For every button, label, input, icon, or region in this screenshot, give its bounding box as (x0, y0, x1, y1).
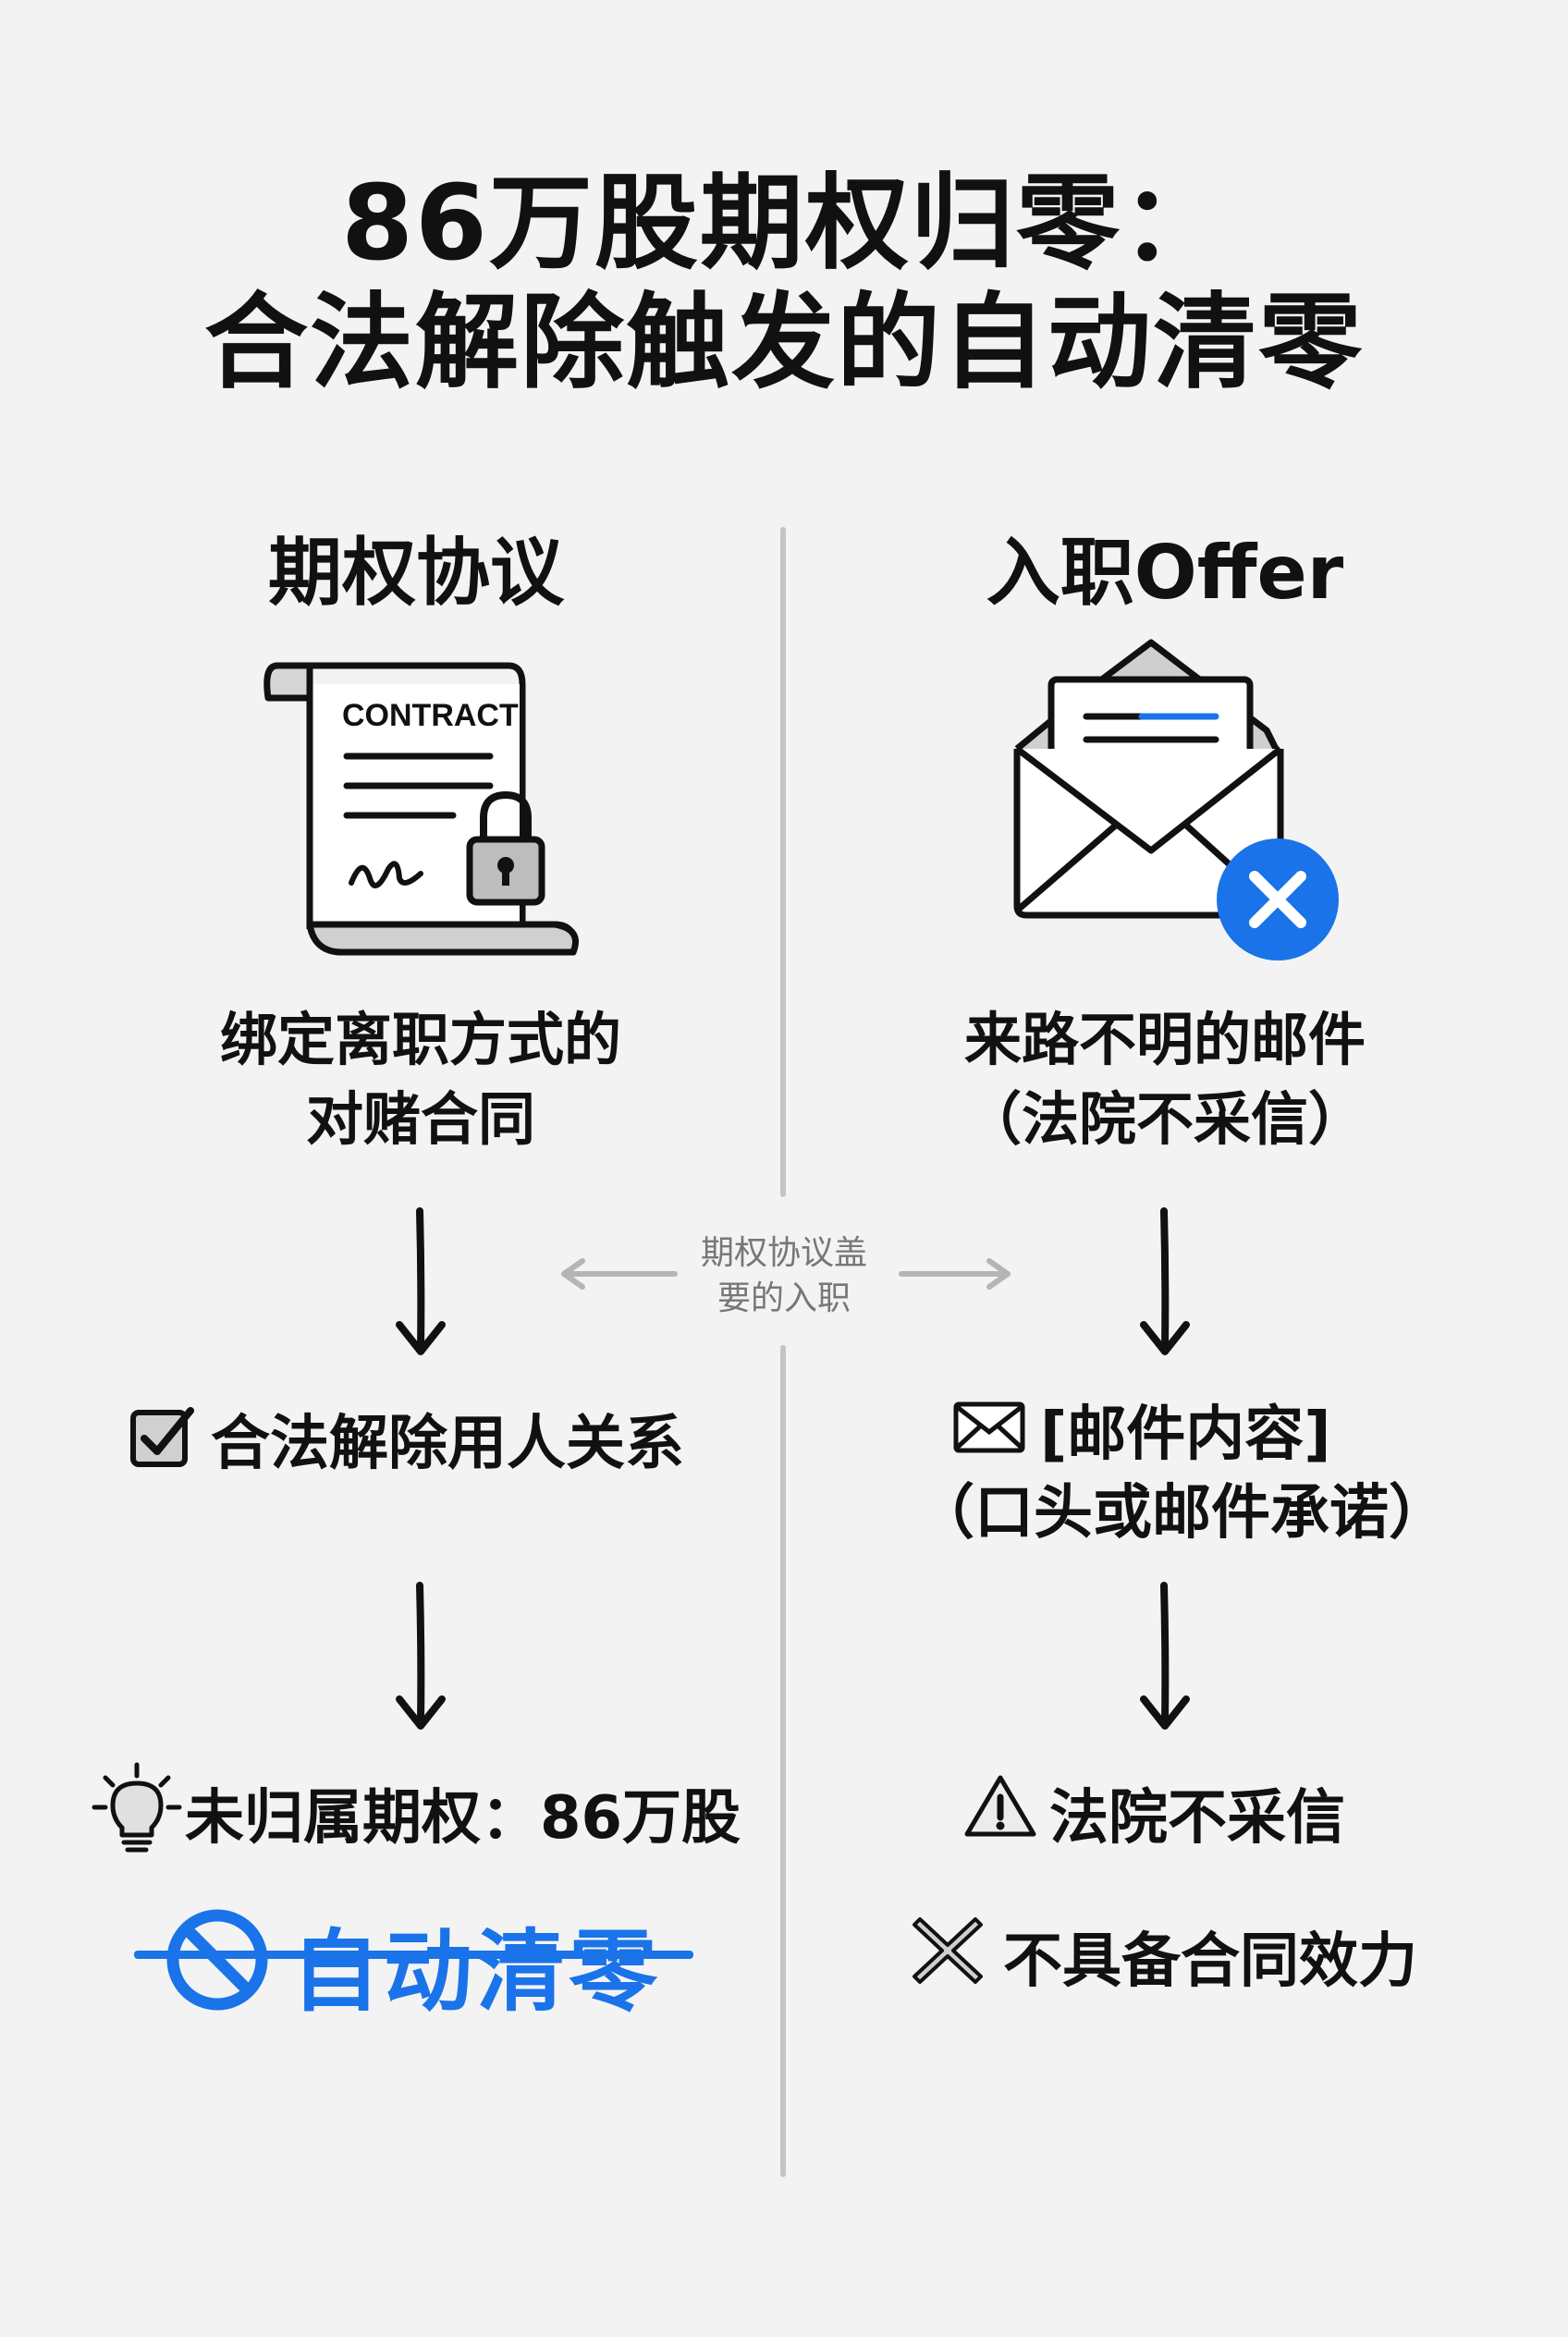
strikethrough-line (134, 1951, 693, 1959)
checked-box-icon (130, 1407, 194, 1467)
blue-x-circle-icon (1217, 838, 1339, 960)
left-description-line-1: 绑定离职方式的 (219, 1006, 621, 1073)
left-down-arrow-2 (396, 1582, 446, 1730)
x-mark-icon (913, 1917, 983, 1984)
center-divider-bottom (780, 1345, 786, 2177)
right-down-arrow-1 (1140, 1207, 1190, 1355)
right-arrow-icon (899, 1258, 1011, 1290)
mail-icon (953, 1401, 1025, 1453)
right-step-1-line-2: （口头或邮件承诺） (915, 1479, 1448, 1548)
center-label-line-2: 要的入职 (717, 1279, 851, 1317)
title-line-1: 86万股期权归零： (341, 164, 1227, 284)
left-arrow-icon (561, 1258, 678, 1290)
lightbulb-icon (92, 1762, 182, 1853)
padlock-icon (466, 790, 545, 906)
center-divider-top (780, 527, 786, 1197)
contract-scroll-icon: CONTRACT (263, 662, 579, 956)
left-description-line-2: 对赌合同 (305, 1084, 535, 1153)
right-step-1-line-1: [邮件内容] (1040, 1401, 1331, 1469)
title-line-2: 合法解除触发的自动清零 (204, 282, 1364, 403)
right-heading: 入职Offer (986, 530, 1344, 616)
center-label: 期权协议盖 要的入职 (666, 1231, 902, 1321)
center-label-line-1: 期权协议盖 (700, 1234, 867, 1272)
right-description-line-1: 来路不明的邮件 (963, 1006, 1366, 1073)
prohibited-icon (166, 1909, 268, 2011)
left-heading: 期权协议 (268, 530, 564, 616)
right-down-arrow-2 (1140, 1582, 1190, 1730)
warning-triangle-icon (964, 1775, 1036, 1837)
open-envelope-icon (1013, 639, 1339, 960)
page-title: 86万股期权归零： 合法解除触发的自动清零 (0, 165, 1568, 403)
right-description-line-2: （法院不采信） (963, 1084, 1366, 1153)
left-step-2: 未归属期权：86万股 (185, 1784, 741, 1853)
left-down-arrow-1 (396, 1207, 446, 1355)
right-result: 不具备合同效力 (1003, 1927, 1417, 1996)
right-step-2: 法院不采信 (1049, 1784, 1345, 1853)
contract-label: CONTRACT (342, 698, 519, 733)
left-result: 自动清零 (291, 1920, 661, 2024)
left-description: 绑定离职方式的 对赌合同 (92, 1000, 749, 1158)
left-step-1: 合法解除用人关系 (211, 1410, 684, 1478)
right-description: 来路不明的邮件 （法院不采信） (832, 1000, 1498, 1158)
